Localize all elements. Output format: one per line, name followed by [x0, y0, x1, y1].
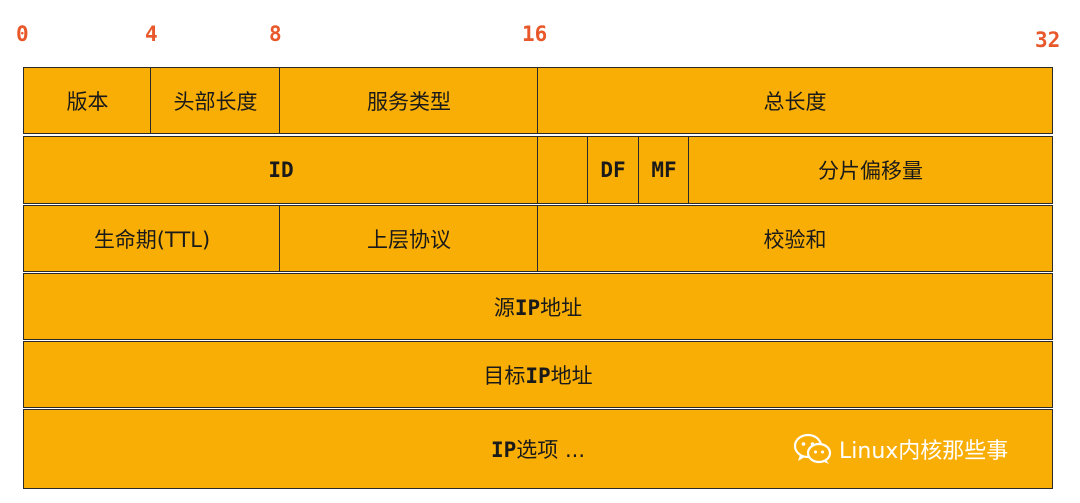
protocol-label: 上层协议	[367, 227, 451, 252]
version-field: 版本	[23, 67, 152, 134]
mf-flag-label: MF	[651, 158, 677, 182]
df-flag-label: DF	[600, 158, 626, 182]
protocol-field: 上层协议	[279, 205, 539, 272]
bit-position-32: 32	[1035, 28, 1061, 52]
wechat-icon	[793, 433, 832, 464]
total-length-field: 总长度	[537, 67, 1053, 134]
ip-options-label: IP选项 ...	[491, 438, 585, 462]
header-length-label: 头部长度	[173, 89, 258, 114]
service-type-field: 服务类型	[279, 67, 539, 134]
mf-flag-field: MF	[638, 136, 690, 204]
ip-options-field: IP选项 ...	[23, 409, 1053, 489]
id-label: ID	[268, 158, 294, 182]
bit-position-4: 4	[145, 22, 158, 46]
ttl-label: 生命期(TTL)	[93, 227, 211, 252]
watermark: Linux内核那些事	[793, 433, 1008, 465]
dest-ip-label: 目标IP地址	[483, 363, 593, 388]
fragment-offset-field: 分片偏移量	[688, 136, 1053, 204]
watermark-text: Linux内核那些事	[839, 439, 1009, 464]
ttl-field: 生命期(TTL)	[23, 205, 281, 272]
header-length-field: 头部长度	[150, 67, 281, 134]
checksum-field: 校验和	[537, 205, 1053, 272]
bit-position-0: 0	[16, 22, 29, 46]
source-ip-field: 源IP地址	[23, 273, 1053, 340]
bit-position-8: 8	[269, 22, 282, 46]
dest-ip-field: 目标IP地址	[23, 341, 1053, 408]
version-label: 版本	[66, 89, 109, 114]
fragment-offset-label: 分片偏移量	[818, 159, 923, 183]
bit-position-16: 16	[522, 22, 548, 46]
reserved-flag-field	[537, 136, 589, 204]
total-length-label: 总长度	[763, 89, 827, 114]
df-flag-field: DF	[587, 136, 639, 204]
checksum-label: 校验和	[763, 227, 827, 252]
service-type-label: 服务类型	[367, 89, 451, 114]
source-ip-label: 源IP地址	[493, 295, 583, 320]
id-field: ID	[23, 136, 539, 204]
